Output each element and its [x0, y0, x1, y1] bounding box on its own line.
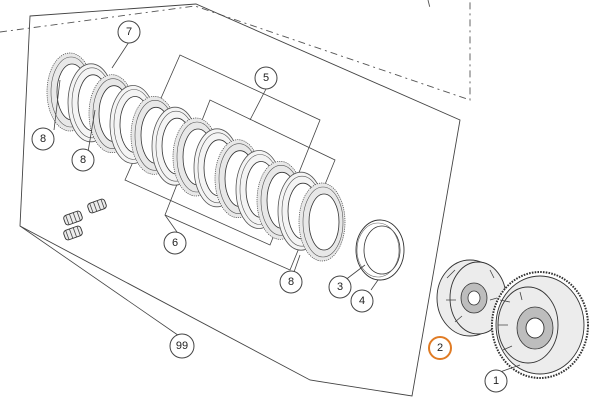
callout-1: 1: [484, 369, 508, 393]
disc-bore: [308, 193, 340, 251]
callout-6: 6: [163, 231, 187, 255]
svg-text:3: 3: [337, 281, 343, 293]
svg-text:2: 2: [437, 342, 443, 354]
leader-lines: [19, 41, 521, 373]
svg-text:8: 8: [80, 154, 86, 166]
clutch-springs: [63, 198, 107, 241]
clutch-ring: [355, 219, 405, 281]
svg-text:1: 1: [493, 375, 499, 387]
callout-8-left: 8: [31, 127, 55, 151]
callout-8-middle: 8: [71, 148, 95, 172]
svg-text:5: 5: [263, 72, 269, 84]
callout-4: 4: [350, 289, 374, 313]
svg-text:4: 4: [359, 295, 365, 307]
svg-text:99: 99: [176, 340, 188, 352]
svg-text:6: 6: [172, 237, 178, 249]
callout-3: 3: [328, 275, 352, 299]
svg-text:8: 8: [40, 133, 46, 145]
callout-99: 99: [169, 333, 195, 359]
callout-5: 5: [254, 66, 278, 90]
svg-text:8: 8: [288, 276, 294, 288]
outer-clutch-basket: [491, 271, 589, 379]
inner-clutch-hub: [436, 259, 507, 337]
callout-8-right: 8: [279, 270, 303, 294]
callout-7: 7: [117, 20, 141, 44]
callout-2-highlighted: 2: [428, 336, 452, 360]
friction-disc: [298, 182, 346, 262]
svg-text:7: 7: [126, 26, 132, 38]
assembly-reference-frame: [0, 0, 471, 101]
clutch-disc-stack: [46, 52, 346, 262]
assembly-reference-line: [427, 0, 431, 9]
disc-ring: [302, 186, 344, 258]
bracket-5: [124, 54, 321, 246]
